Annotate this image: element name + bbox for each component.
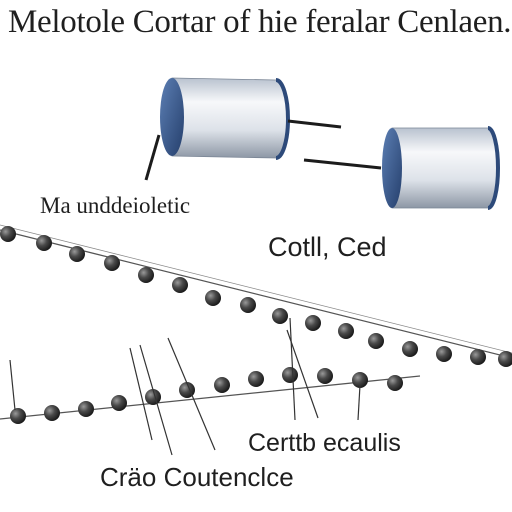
molecule-label: Ma unddeioletic <box>40 193 191 218</box>
cylinder-right <box>382 126 500 210</box>
chain-label: Certtb ecaulis <box>248 429 401 457</box>
pointer-lines <box>9 317 361 456</box>
diagram-title: Melotole Cortar of hie feralar Cenlaen. <box>8 4 512 40</box>
connector-line <box>287 119 342 129</box>
bead-chain-lower <box>0 367 421 424</box>
cold-label: Cotll, Ced <box>268 232 387 262</box>
cylinder-left <box>160 77 290 160</box>
bead-chain-upper <box>0 224 512 367</box>
bottom-label: Cräo Coutenclce <box>100 462 294 492</box>
connector-line <box>303 158 382 170</box>
connector-line <box>144 134 161 181</box>
